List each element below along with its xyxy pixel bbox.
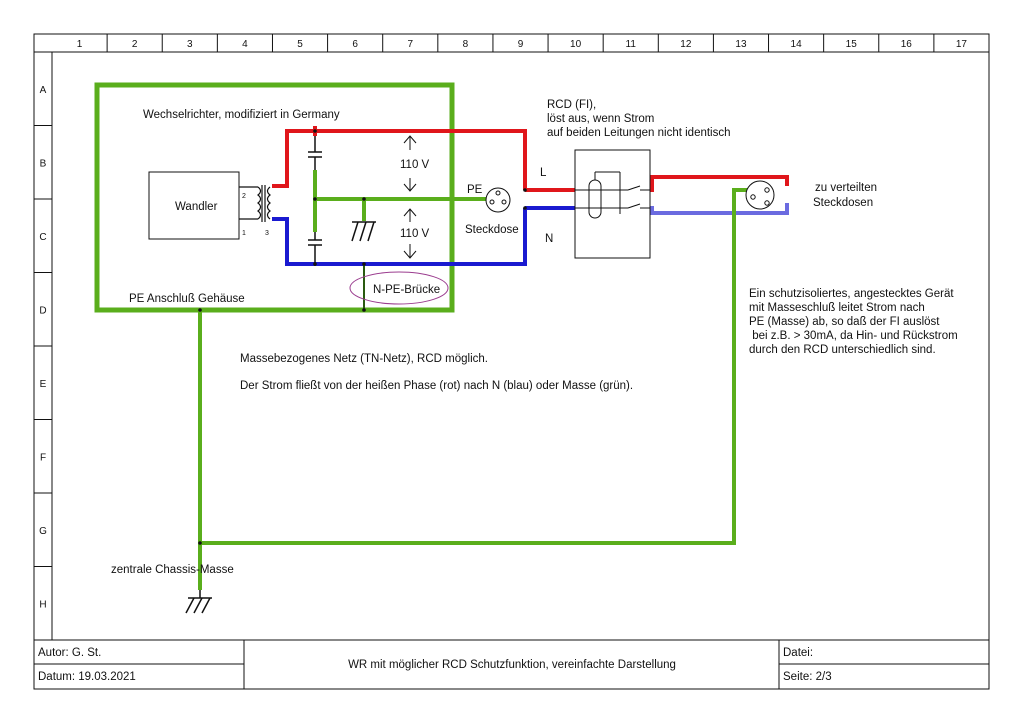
column-label: 7 <box>407 39 413 50</box>
rcd-line2: löst aus, wenn Strom <box>547 113 654 125</box>
column-label: 1 <box>77 39 83 50</box>
n-pe-bridge-ellipse <box>349 271 449 305</box>
n-pe-bridge-label: N-PE-Brücke <box>373 284 440 296</box>
rcd-title: RCD (FI), <box>547 99 596 111</box>
column-label: 2 <box>132 39 138 50</box>
rcd-box <box>574 149 651 259</box>
junction-dots <box>198 129 527 545</box>
row-grid: A B C D E F G H <box>34 85 52 610</box>
chassis-ground-label: zentrale Chassis-Masse <box>111 564 234 576</box>
chassis-ground-icon <box>185 590 212 614</box>
pe-housing-label: PE Anschluß Gehäuse <box>129 293 245 305</box>
row-label: A <box>40 85 47 96</box>
drawing-title: WR mit möglicher RCD Schutzfunktion, ver… <box>348 659 676 671</box>
column-label: 13 <box>735 39 747 50</box>
column-label: 17 <box>956 39 968 50</box>
capacitor-top <box>308 128 322 170</box>
description-line2: Der Strom fließt von der heißen Phase (r… <box>240 380 633 392</box>
distributed-line2: Steckdosen <box>813 197 873 209</box>
column-label: 9 <box>518 39 524 50</box>
column-label: 15 <box>846 39 858 50</box>
row-label: D <box>39 305 46 316</box>
phase-wire-inverter <box>272 129 527 190</box>
column-label: 14 <box>791 39 803 50</box>
socket-icon <box>485 187 511 213</box>
sheet-frame <box>33 33 990 690</box>
voltage-arrow-top <box>403 135 417 192</box>
row-label: C <box>39 232 46 243</box>
pe-label: PE <box>467 184 483 196</box>
converter-label: Wandler <box>175 201 218 213</box>
column-label: 8 <box>463 39 469 50</box>
column-label: 6 <box>352 39 358 50</box>
rcd-line3: auf beiden Leitungen nicht identisch <box>547 127 731 139</box>
column-label: 4 <box>242 39 248 50</box>
neutral-wire-inverter <box>272 208 527 266</box>
note-line5: durch den RCD unterschiedlich sind. <box>749 344 936 356</box>
voltage-label-top: 110 V <box>400 159 430 171</box>
row-label: H <box>39 599 46 610</box>
voltage-arrow-bottom <box>403 208 417 259</box>
distributed-line1: zu verteilten <box>815 182 877 194</box>
pin-label-2: 2 <box>242 193 246 200</box>
transformer-icon <box>239 185 271 222</box>
inverter-title: Wechselrichter, modifiziert in Germany <box>143 109 340 121</box>
note-line2: mit Masseschluß leitet Strom nach <box>749 302 925 314</box>
row-label: F <box>40 452 46 463</box>
converter-box <box>148 171 240 240</box>
column-label: 5 <box>297 39 303 50</box>
column-label: 11 <box>626 39 637 50</box>
line-n-label: N <box>545 233 553 245</box>
pin-label-3: 3 <box>265 230 269 237</box>
voltage-label-bottom: 110 V <box>400 228 430 240</box>
column-label: 10 <box>570 39 582 50</box>
distributed-socket-icon <box>745 180 775 210</box>
line-l-label: L <box>540 167 547 179</box>
page-field: Seite: 2/3 <box>783 671 832 683</box>
column-label: 3 <box>187 39 193 50</box>
row-label: E <box>40 379 47 390</box>
file-field: Datei: <box>783 647 813 659</box>
socket-label: Steckdose <box>465 224 519 236</box>
rcd-internals <box>575 171 650 219</box>
date-field: Datum: 19.03.2021 <box>38 671 136 683</box>
note-line4: bei z.B. > 30mA, da Hin- und Rückstrom <box>749 330 958 342</box>
description-line1: Massebezogenes Netz (TN-Netz), RCD mögli… <box>240 353 488 365</box>
device-earth-return <box>200 188 760 545</box>
author-field: Autor: G. St. <box>38 647 101 659</box>
capacitor-bottom <box>308 232 322 266</box>
ground-icon <box>351 221 376 242</box>
note-line3: PE (Masse) ab, so daß der FI auslöst <box>749 316 940 328</box>
column-label: 12 <box>680 39 692 50</box>
row-label: G <box>39 526 47 537</box>
note-line1: Ein schutzisoliertes, angestecktes Gerät <box>749 288 954 300</box>
pin-label-1: 1 <box>242 230 246 237</box>
row-label: B <box>40 158 47 169</box>
column-label: 16 <box>901 39 913 50</box>
